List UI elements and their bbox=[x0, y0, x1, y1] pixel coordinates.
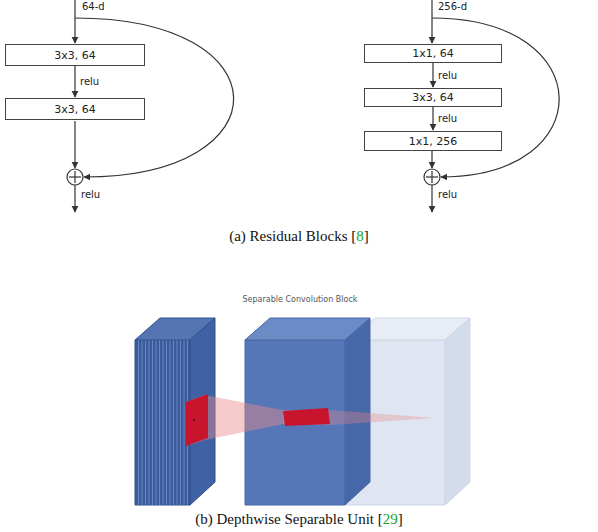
edge-label: relu bbox=[437, 113, 458, 124]
layer-box: 1x1, 256 bbox=[364, 131, 502, 151]
edge-label: relu bbox=[437, 70, 458, 81]
relu-arrow bbox=[432, 107, 433, 130]
signal-label: relu bbox=[438, 189, 457, 200]
signal-label: 256-d bbox=[438, 1, 467, 12]
layer-label: 3x3, 64 bbox=[412, 91, 454, 104]
layer-box: 3x3, 64 bbox=[5, 98, 145, 120]
signal-label: 64-d bbox=[82, 1, 105, 12]
layer-label: 1x1, 64 bbox=[412, 47, 454, 60]
output-volume bbox=[345, 318, 470, 505]
layer-box: 3x3, 64 bbox=[5, 44, 145, 66]
layer-box: 3x3, 64 bbox=[364, 88, 502, 107]
figure-caption: (a) Residual Blocks [8] bbox=[229, 228, 369, 245]
edge-label: relu bbox=[79, 76, 100, 87]
illustration-title: Separable Convolution Block bbox=[243, 295, 358, 304]
relu-arrow bbox=[74, 66, 75, 97]
sum-symbol bbox=[67, 169, 83, 185]
kernel-cones bbox=[186, 394, 435, 446]
sum-symbol bbox=[424, 169, 440, 185]
layer-label: 3x3, 64 bbox=[54, 49, 96, 62]
figure-caption: (b) Depthwise Separable Unit [29] bbox=[195, 511, 402, 528]
relu-arrow bbox=[432, 63, 433, 87]
layer-label: 1x1, 256 bbox=[409, 135, 458, 148]
input-volume bbox=[135, 318, 215, 505]
layer-box: 1x1, 64 bbox=[364, 44, 502, 63]
layer-label: 3x3, 64 bbox=[54, 103, 96, 116]
signal-label: relu bbox=[81, 189, 100, 200]
